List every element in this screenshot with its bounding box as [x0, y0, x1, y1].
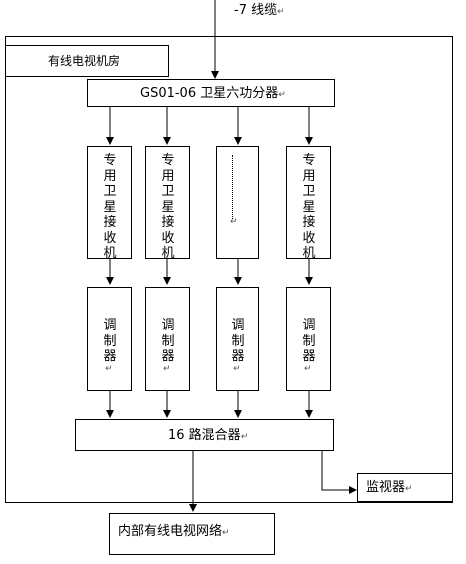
receiver-label: 专用卫星接收机 — [161, 153, 175, 261]
ellipsis-dots — [232, 155, 235, 219]
modulator-box-1: 调制器 ↵ — [87, 287, 132, 391]
paragraph-mark-icon: ↵ — [233, 364, 241, 374]
receiver-box-1: 专用卫星接收机 ↵ — [87, 146, 132, 261]
splitter-box: GS01-06 卫星六功分器↵ — [87, 79, 335, 107]
paragraph-mark-icon: ↵ — [278, 90, 286, 100]
network-label: 内部有线电视网络↵ — [118, 524, 230, 539]
receiver-box-3-placeholder: ↵ — [216, 146, 259, 259]
receiver-label: 专用卫星接收机 — [103, 153, 117, 261]
monitor-label: 监视器↵ — [366, 480, 413, 495]
paragraph-mark-icon: ↵ — [222, 528, 230, 538]
modulator-box-4: 调制器 ↵ — [286, 287, 331, 391]
mixer-box: 16 路混合器↵ — [75, 419, 334, 451]
modulator-label: 调制器 — [103, 318, 117, 364]
monitor-box: 监视器↵ — [357, 473, 453, 502]
splitter-label: GS01-06 卫星六功分器↵ — [140, 86, 286, 101]
mixer-label: 16 路混合器↵ — [168, 428, 249, 443]
paragraph-mark-icon: ↵ — [105, 364, 113, 374]
mixer-to-monitor-arrow — [321, 451, 357, 494]
room-frame — [5, 36, 453, 503]
paragraph-mark-icon: ↵ — [163, 245, 171, 255]
modulator-box-3: 调制器 ↵ — [216, 287, 259, 391]
room-label: 有线电视机房 — [48, 54, 121, 68]
modulator-box-2: 调制器 ↵ — [145, 287, 190, 391]
network-box: 内部有线电视网络↵ — [109, 513, 275, 555]
receiver-box-2: 专用卫星接收机 ↵ — [145, 146, 190, 261]
paragraph-mark-icon: ↵ — [405, 484, 413, 494]
receiver-label: 专用卫星接收机 — [302, 153, 316, 261]
paragraph-mark-icon: ↵ — [304, 245, 312, 255]
room-label-box: 有线电视机房 — [5, 45, 169, 77]
paragraph-mark-icon: ↵ — [304, 364, 312, 374]
paragraph-mark-icon: ↵ — [277, 7, 285, 17]
cable-label: -7 线缆↵ — [234, 3, 285, 18]
modulator-label: 调制器 — [231, 318, 245, 364]
paragraph-mark-icon: ↵ — [230, 217, 238, 227]
modulator-label: 调制器 — [161, 318, 175, 364]
paragraph-mark-icon: ↵ — [105, 245, 113, 255]
receiver-box-4: 专用卫星接收机 ↵ — [286, 146, 331, 261]
modulator-label: 调制器 — [302, 318, 316, 364]
paragraph-mark-icon: ↵ — [240, 432, 249, 442]
paragraph-mark-icon: ↵ — [163, 364, 171, 374]
